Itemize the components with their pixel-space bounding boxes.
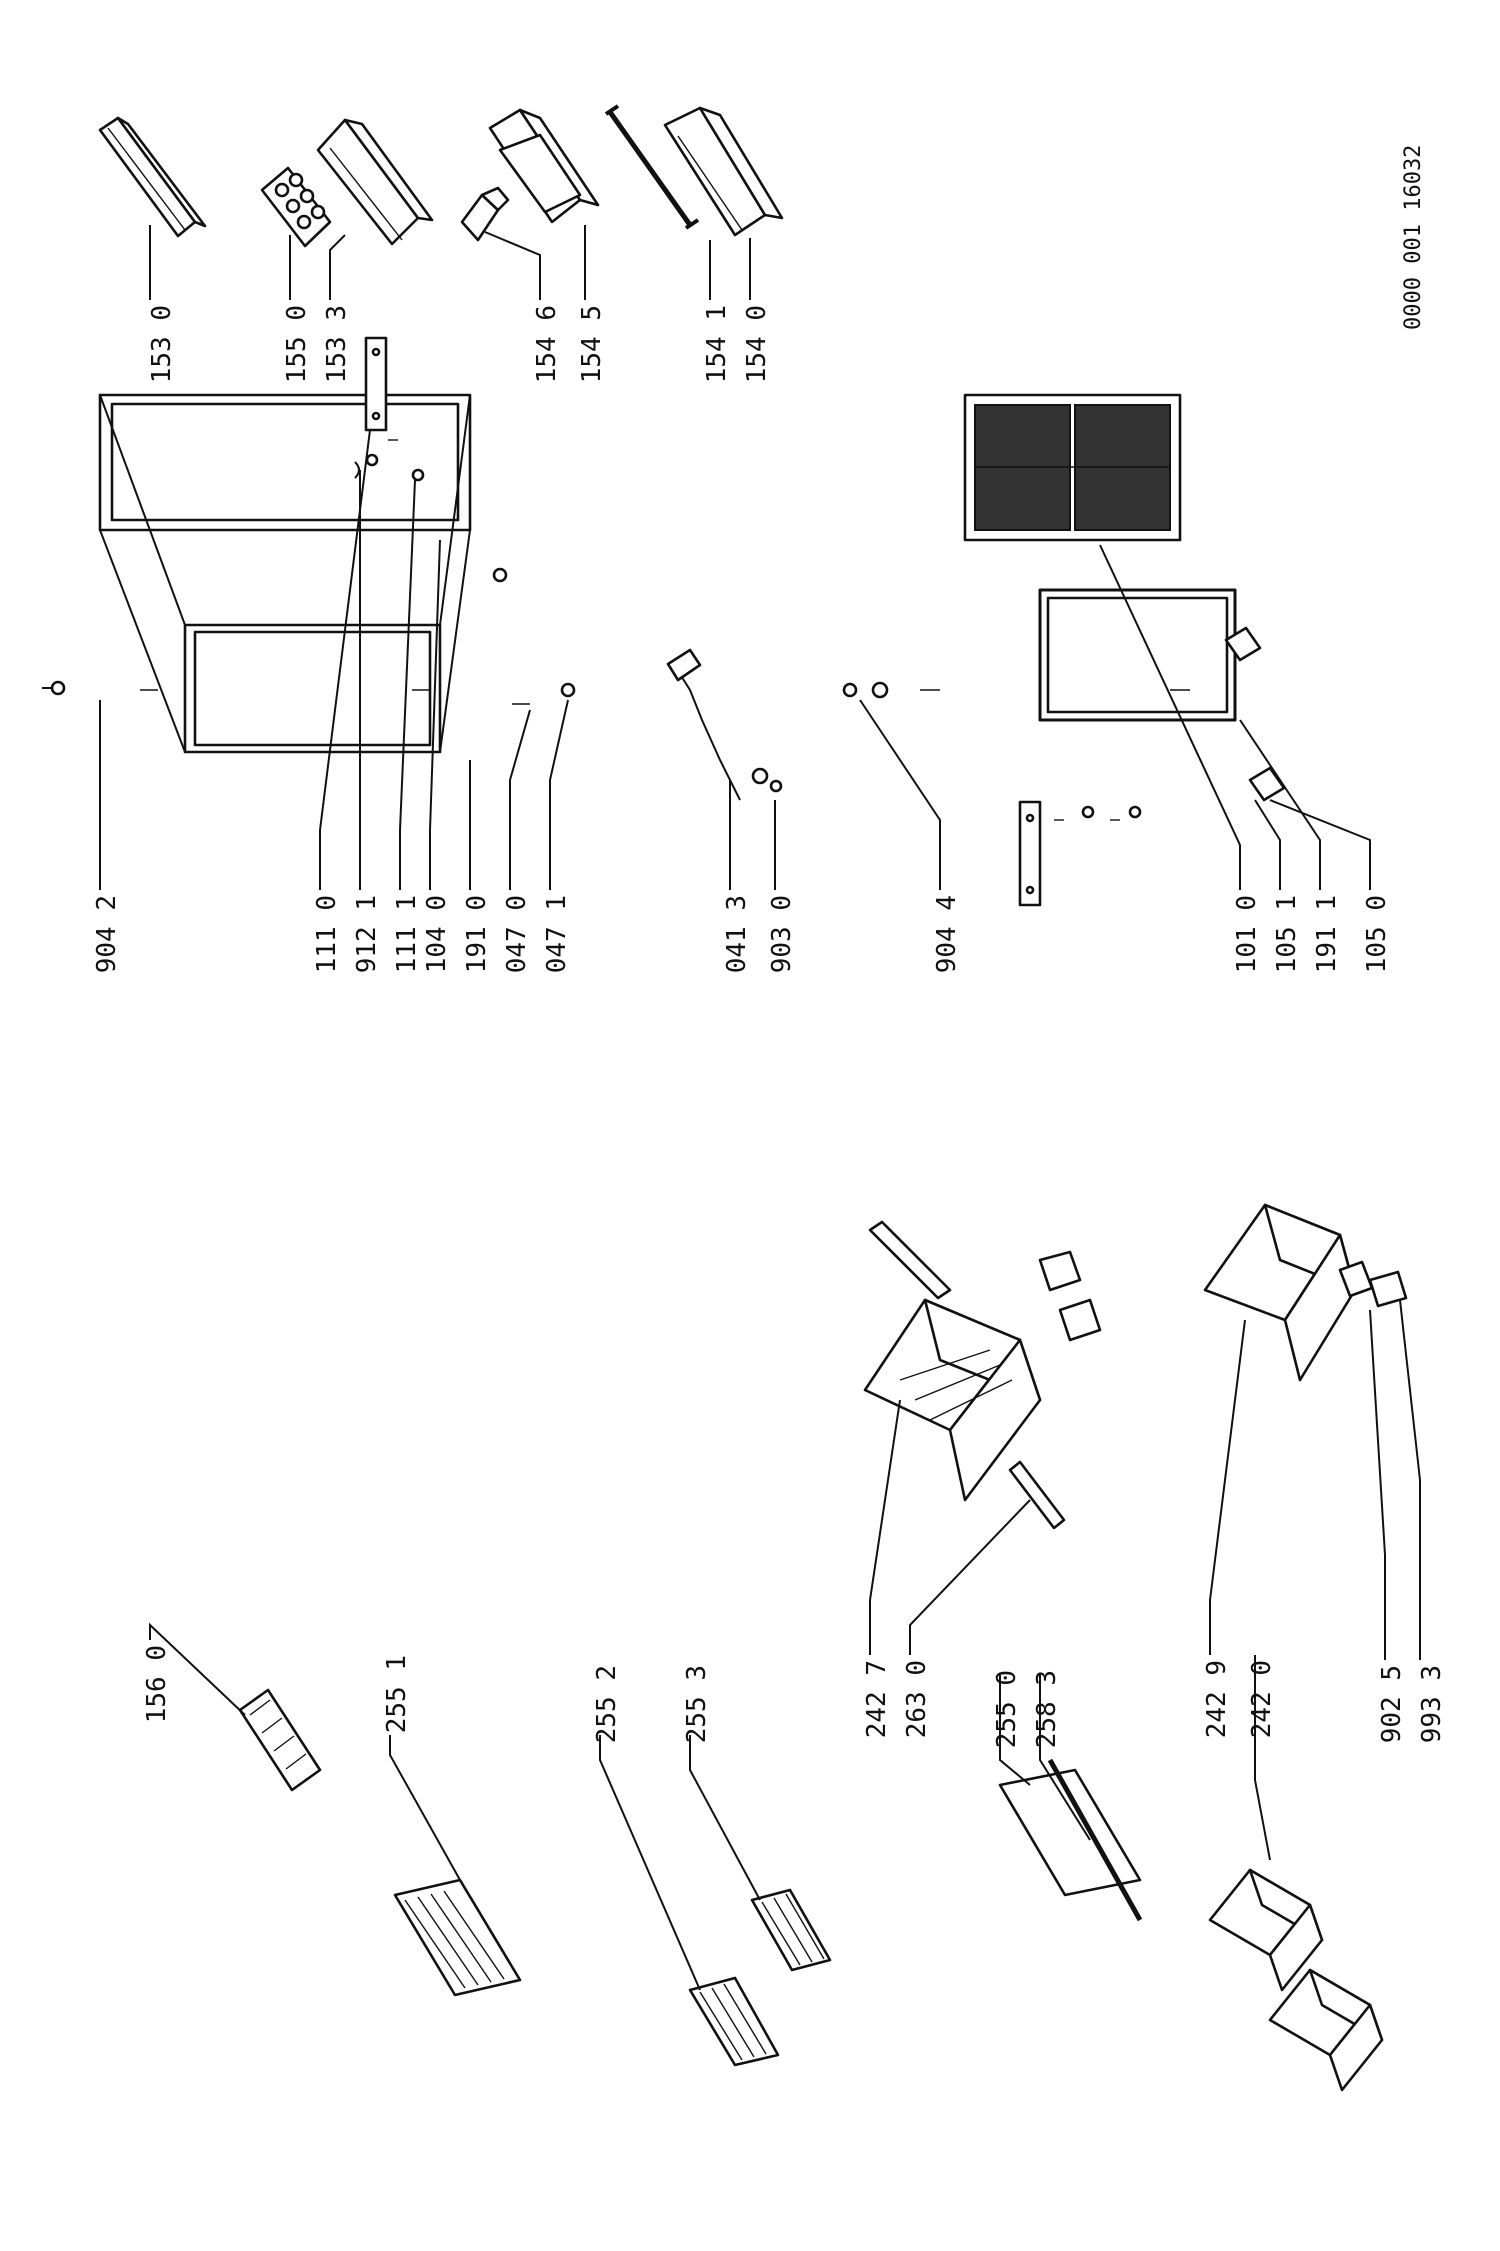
- leader-lines: [99, 225, 1421, 1991]
- callout-label-9042: 904 2: [92, 895, 122, 973]
- part-freezer-drawer-2429: [1203, 1203, 1408, 1382]
- callout-label-1051: 105 1: [1272, 895, 1302, 973]
- part-ice-tray-1560: [238, 1688, 322, 1792]
- part-rail-1541: [604, 104, 700, 230]
- part-egg-tray-1550: [260, 166, 332, 248]
- callout-label-9044: 904 4: [932, 895, 962, 973]
- callout-label-1533: 153 3: [322, 305, 352, 383]
- callout-label-0413: 041 3: [722, 895, 752, 973]
- callout-label-1545: 154 5: [577, 305, 607, 383]
- part-freezer-door-9044: [842, 393, 1286, 802]
- callout-label-2551: 255 1: [382, 1655, 412, 1733]
- callout-label-0470: 047 0: [502, 895, 532, 973]
- part-door-bin-1540: [663, 106, 784, 237]
- part-door-bin-1545: [488, 108, 600, 224]
- callout-label-1110: 111 0: [312, 895, 342, 973]
- callout-label-1530: 153 0: [147, 305, 177, 383]
- callout-label-1910: 191 0: [462, 895, 492, 973]
- callout-label-2583: 258 3: [1032, 1670, 1062, 1748]
- part-bottle-shelf-1533: [316, 118, 434, 246]
- part-trim-2583: [1047, 1758, 1143, 1922]
- part-bin-clip-1546: [460, 186, 510, 242]
- callout-label-1050: 105 0: [1362, 895, 1392, 973]
- callout-label-1111: 111 1: [392, 895, 422, 973]
- callout-label-1540: 154 0: [742, 305, 772, 383]
- part-hinge-pins: [42, 567, 576, 705]
- callout-label-1010: 101 0: [1232, 895, 1262, 973]
- callout-label-2553: 255 3: [682, 1665, 712, 1743]
- callout-label-9121: 912 1: [352, 895, 382, 973]
- callout-label-2427: 242 7: [862, 1660, 892, 1738]
- part-door-shelf-1530: [98, 116, 207, 238]
- callout-label-2550: 255 0: [992, 1670, 1022, 1748]
- callout-label-1911: 191 1: [1312, 895, 1342, 973]
- callout-label-2552: 255 2: [592, 1665, 622, 1743]
- callout-label-1550: 155 0: [282, 305, 312, 383]
- part-grid-shelf-2551: [393, 1878, 522, 1997]
- callout-label-2429: 242 9: [1202, 1660, 1232, 1738]
- part-grid-shelf-2552: [688, 1976, 780, 2067]
- callout-label-9025: 902 5: [1377, 1665, 1407, 1743]
- callout-label-0471: 047 1: [542, 895, 572, 973]
- drawing-number: 0000 001 16032: [1401, 145, 1426, 330]
- callout-label-9933: 993 3: [1417, 1665, 1447, 1743]
- part-hinge-1110: [364, 336, 388, 432]
- callout-label-1040: 104 0: [422, 895, 452, 973]
- part-thermostat-0413: [666, 648, 783, 801]
- callout-label-2420: 242 0: [1247, 1660, 1277, 1738]
- callout-label-1546: 154 6: [532, 305, 562, 383]
- part-glass-plate-2550: [998, 1768, 1142, 1897]
- parts-layer: [42, 104, 1408, 2092]
- part-hinge-1010: [1018, 800, 1142, 907]
- part-crisper-drawer-2420: [1208, 1868, 1384, 2092]
- part-grid-shelf-2553: [750, 1888, 832, 1972]
- part-freezer-basket-2427: [863, 1220, 1102, 1530]
- part-fridge-door-9042: [98, 393, 472, 754]
- callout-labels: 153 0 155 0 153 3 154 6 154 5 154 1 154 0 904 2…: [92, 305, 1447, 1748]
- callout-label-1541: 154 1: [702, 305, 732, 383]
- callout-label-9030: 903 0: [767, 895, 797, 973]
- callout-label-1560: 156 0: [142, 1645, 172, 1723]
- callout-label-2630: 263 0: [902, 1660, 932, 1738]
